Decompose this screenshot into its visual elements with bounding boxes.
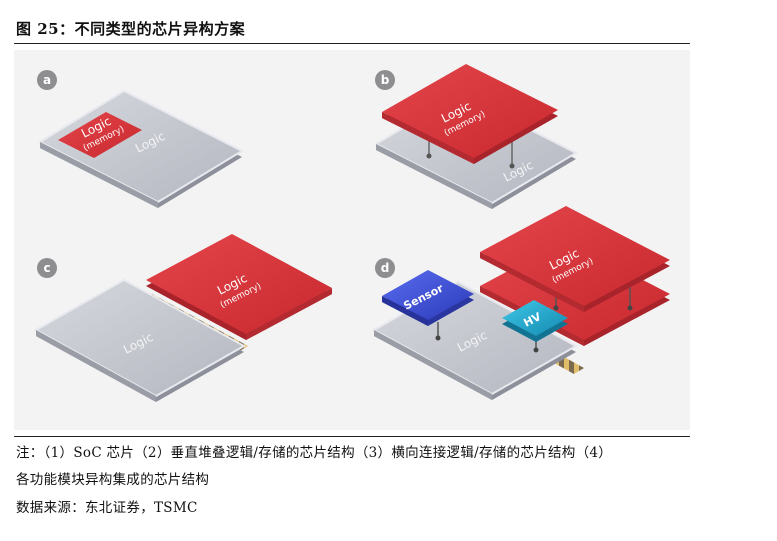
figure-title: 图 25：不同类型的芯片异构方案 (16, 20, 246, 38)
panel-b-logic-die: Logic (memory) (382, 64, 558, 164)
panel-c-logic-die: Logic (memory) (146, 234, 332, 340)
svg-text:c: c (43, 261, 50, 275)
svg-text:b: b (381, 73, 390, 87)
figure-note: 注：（1）SoC 芯片（2）垂直堆叠逻辑/存储的芯片结构（3）横向连接逻辑/存储… (16, 445, 613, 461)
panel-c-base-chip: Logic (33, 278, 247, 402)
svg-text:a: a (43, 73, 51, 87)
svg-text:d: d (381, 261, 390, 275)
note-rule (14, 436, 690, 437)
title-rule (14, 43, 690, 44)
panel-d-upper-logic-die: Logic (memory) (480, 206, 670, 312)
panel-b-badge: b (375, 70, 395, 90)
panel-d-badge: d (375, 258, 395, 278)
panel-d-sensor-die: Sensor (382, 270, 474, 341)
panel-d-hv-die: HV (502, 300, 568, 353)
panel-a-base-chip: Logic (37, 89, 245, 208)
panel-c-badge: c (37, 258, 57, 278)
panel-c: c Logic (memory) Logic (33, 234, 332, 402)
chip-diagram: a Logic Logic (memory) b Logic (14, 50, 690, 430)
data-source: 数据来源：东北证券，TSMC (16, 500, 198, 516)
panel-a: a Logic Logic (memory) (37, 70, 245, 208)
figure-note-continued: 各功能模块异构集成的芯片结构 (16, 472, 210, 488)
panel-a-logic-die: Logic (memory) (58, 112, 142, 158)
panel-d: d Logic Logic (memory) (371, 206, 670, 400)
panel-a-badge: a (37, 70, 57, 90)
panel-b: b Logic Logic (memory) (373, 64, 579, 209)
